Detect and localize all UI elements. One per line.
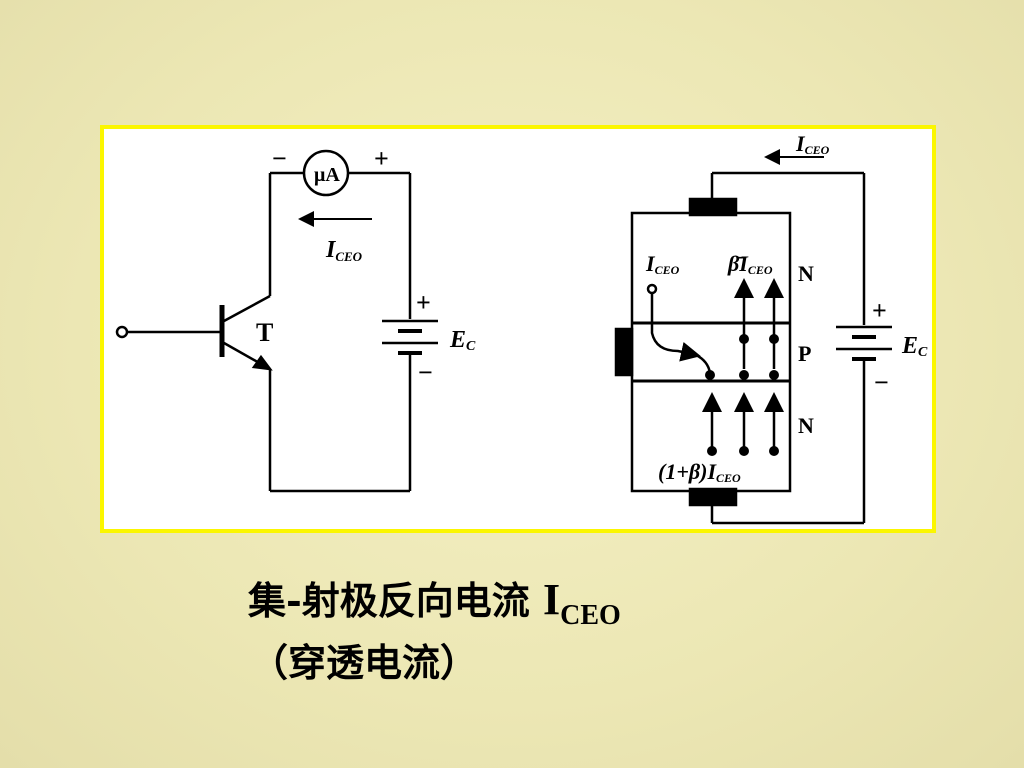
left-battery-minus: − [418,358,433,387]
top-current-label: ICEO [795,131,830,157]
left-battery-plus: + [416,288,431,317]
left-current-label: ICEO [325,237,363,264]
carrier-dot [739,370,749,380]
carrier-dot [739,334,749,344]
caption-title: 集-射极反向电流 ICEO [248,570,621,632]
caption-symbol: I [543,575,561,624]
carrier-dots [705,334,779,456]
caption-title-text: 集-射极反向电流 [248,578,530,623]
collector-lead [223,294,271,323]
left-circuit [115,149,438,493]
carrier-dot [705,370,715,380]
bottom-current-label: (1+β)ICEO [658,459,741,485]
meter-label: μA [314,164,340,186]
left-battery-label: EC [449,327,476,354]
right-battery-label: EC [901,333,928,360]
carrier-dot [769,334,779,344]
transistor-label: T [256,318,273,347]
injection-path [650,293,701,362]
region-mid-label: P [798,341,811,366]
right-diagram-labels: ICEO ICEO β̄ICEO N P N (1+β)ICEO + − EC [645,131,928,485]
meter-minus-sign: − [272,144,287,173]
caption-subtitle: （穿透电流） [250,640,479,685]
circuit-figure: μA − + ICEO T + − EC [115,131,928,525]
right-battery-minus: − [874,368,889,397]
base-contact [614,327,634,377]
right-diagram [614,149,892,525]
carrier-dot [739,446,749,456]
carrier-dot [769,370,779,380]
right-battery-plus: + [872,296,887,325]
figure-frame: μA − + ICEO T + − EC [100,125,936,533]
injection-point [646,283,658,295]
injected-current-label: ICEO [645,251,680,277]
meter-plus-sign: + [374,144,389,173]
caption-symbol-subscript: CEO [560,600,621,631]
collector-contact [688,197,738,217]
region-top-label: N [798,261,814,286]
carrier-dot [769,446,779,456]
emitter-contact [688,487,738,507]
emitter-arrow [251,354,273,371]
beta-current-label: β̄ICEO [727,251,773,277]
carrier-dot [707,446,717,456]
region-bottom-label: N [798,413,814,438]
input-terminal [115,325,129,339]
left-circuit-labels: μA − + ICEO T + − EC [256,144,476,387]
